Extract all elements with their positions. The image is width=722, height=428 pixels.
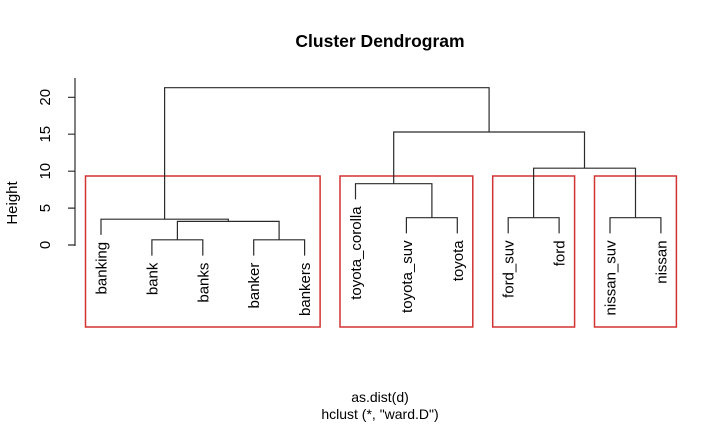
leaf-label-banking: banking	[94, 242, 111, 295]
cluster-box-2	[339, 175, 474, 328]
y-tick-label-20: 20	[37, 89, 54, 106]
leaf-label-toyota: toyota	[450, 240, 467, 282]
leaf-label-nissan_suv: nissan_suv	[603, 240, 620, 316]
leaf-label-toyota_suv: toyota_suv	[399, 240, 416, 313]
y-axis-title: Height	[4, 180, 21, 224]
leaf-label-nissan: nissan	[653, 240, 670, 283]
y-tick-label-15: 15	[37, 126, 54, 143]
plot-generated-content: 0 5 10 15 20 banking bank banks banker bankers toy…	[37, 78, 678, 328]
leaf-label-bank: bank	[144, 262, 161, 295]
leaf-label-bankers: bankers	[297, 263, 314, 316]
x-axis-caption: as.dist(d)	[351, 389, 409, 405]
leaf-label-ford: ford	[552, 240, 569, 266]
leaf-label-ford_suv: ford_suv	[501, 240, 518, 298]
y-axis	[68, 78, 76, 246]
y-tick-label-5: 5	[37, 204, 54, 212]
y-tick-label-10: 10	[37, 163, 54, 180]
clustering-method-caption: hclust (*, "ward.D")	[321, 406, 439, 422]
dendrogram-lines	[100, 87, 662, 256]
plot-title: Cluster Dendrogram	[295, 31, 465, 51]
leaf-label-banker: banker	[246, 263, 263, 309]
y-tick-label-0: 0	[37, 241, 54, 249]
leaf-label-toyota_corolla: toyota_corolla	[348, 206, 365, 300]
leaf-label-banks: banks	[195, 263, 212, 303]
cluster-box-1	[84, 175, 321, 328]
